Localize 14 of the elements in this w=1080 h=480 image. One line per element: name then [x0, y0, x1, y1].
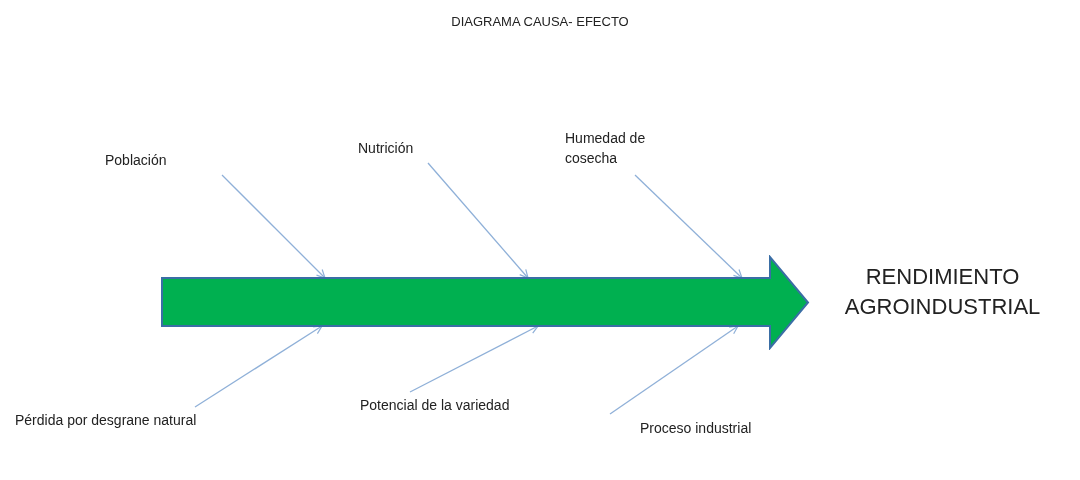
cause-arrow — [194, 325, 323, 408]
cause-label: Humedad de cosecha — [565, 129, 647, 168]
cause-label: Población — [105, 151, 168, 170]
cause-label: Potencial de la variedad — [360, 396, 511, 415]
cause-arrow — [634, 174, 743, 279]
diagram-title: DIAGRAMA CAUSA- EFECTO — [451, 14, 629, 29]
cause-arrow — [221, 174, 326, 279]
cause-arrow — [409, 325, 539, 393]
effect-label: RENDIMIENTO AGROINDUSTRIAL — [843, 263, 1042, 321]
cause-arrow — [427, 162, 529, 279]
cause-arrow — [609, 325, 739, 415]
cause-label: Proceso industrial — [640, 419, 753, 438]
cause-label: Nutrición — [358, 139, 415, 158]
cause-label: Pérdida por desgrane natural — [15, 411, 198, 430]
